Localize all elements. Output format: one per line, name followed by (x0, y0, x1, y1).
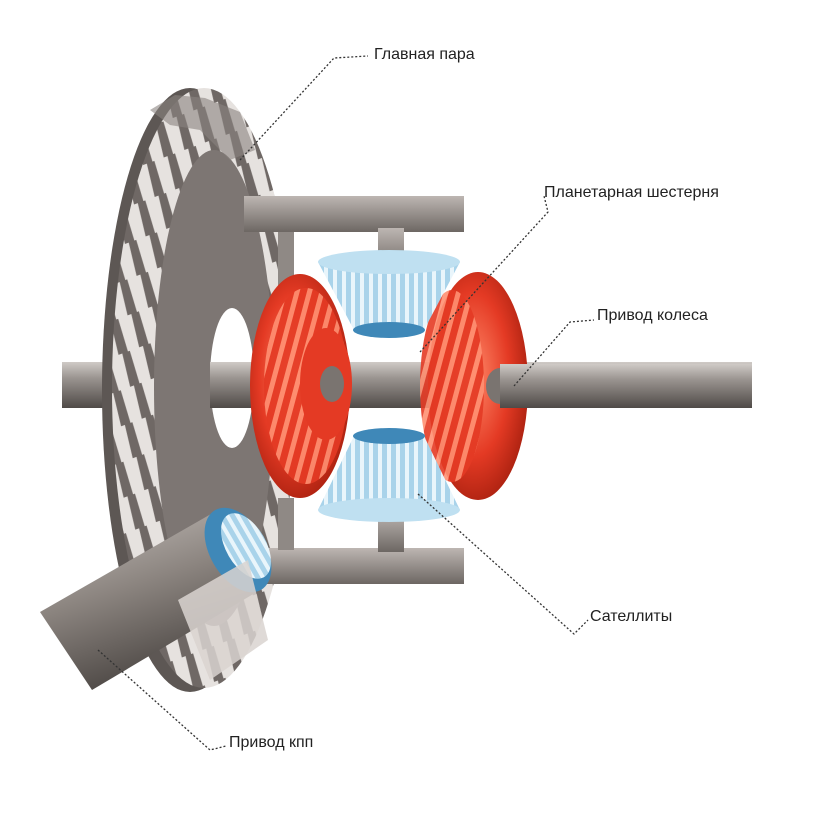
label-satellites: Сателлиты (590, 608, 673, 625)
leader-line-planetary-gear (419, 195, 549, 353)
label-gearbox-drive: Привод кпп (229, 734, 314, 751)
label-wheel-drive: Привод колеса (597, 307, 708, 324)
top-satellite-gear (318, 250, 460, 338)
label-main-pair: Главная пара (374, 46, 475, 63)
leader-line-gearbox-drive (97, 649, 227, 751)
leader-line-main-pair (239, 55, 369, 161)
wheel-shaft (500, 364, 752, 408)
gearbox-drive-shaft (40, 507, 272, 690)
bottom-satellite-gear (318, 428, 460, 522)
leader-line-wheel-drive (513, 319, 595, 387)
left-side-gear (250, 274, 352, 498)
label-planetary-gear: Планетарная шестерня (544, 184, 719, 201)
leader-line-satellites (417, 493, 589, 635)
